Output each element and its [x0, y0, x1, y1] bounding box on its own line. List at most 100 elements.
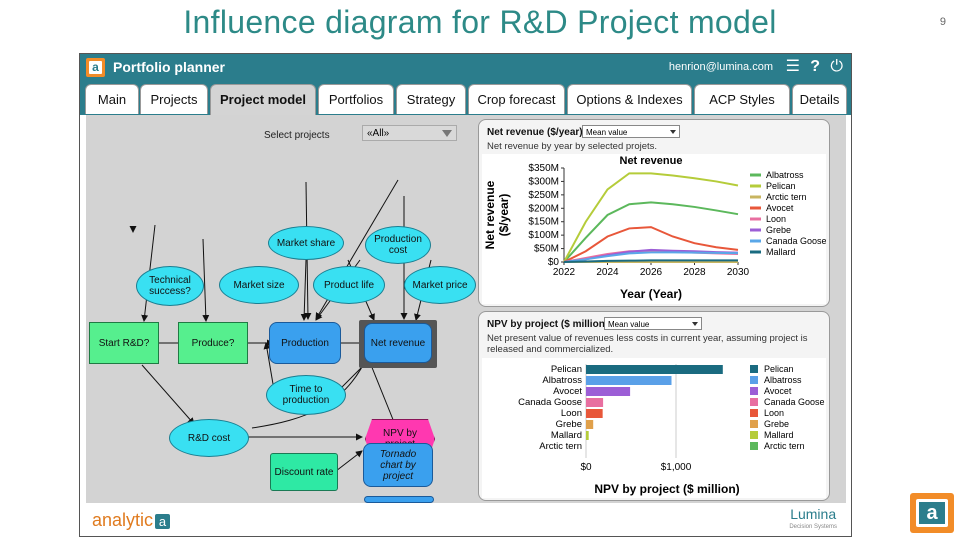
legend-swatch [750, 431, 758, 439]
legend-swatch [750, 387, 758, 395]
y-tick-label: $250M [528, 190, 559, 201]
bar-pelican [586, 365, 723, 374]
x-axis-label: NPV by project ($ million) [594, 482, 739, 496]
y-tick-label: $50M [534, 244, 559, 255]
x-tick-label: 2022 [553, 267, 576, 278]
menu-icon[interactable]: ☰ [785, 58, 800, 75]
net-revenue-panel-description: Net revenue by year by selected projets. [487, 141, 658, 152]
lumina-subtitle: Decision Systems [789, 524, 837, 530]
select-projects-dropdown[interactable]: «All» [362, 125, 457, 141]
x-tick-label: $1,000 [661, 462, 692, 473]
npv-panel-title: NPV by project ($ million) [487, 319, 609, 330]
legend-label: Pelican [764, 364, 794, 374]
select-projects-label: Select projects [264, 130, 330, 141]
node-start-rd[interactable]: Start R&D? [89, 322, 159, 364]
category-label: Loon [561, 408, 582, 419]
node-tornado-chart[interactable]: Tornado chart by project [363, 443, 433, 487]
legend-label: Mallard [766, 247, 796, 257]
node-rd-cost[interactable]: R&D cost [169, 419, 249, 457]
bar-albatross [586, 376, 672, 385]
tab-crop-forecast[interactable]: Crop forecast [468, 84, 565, 114]
category-label: Canada Goose [518, 397, 582, 408]
bar-mallard [586, 431, 589, 440]
legend-swatch [750, 365, 758, 373]
lumina-logo: Lumina Decision Systems [789, 507, 837, 534]
npv-dropdown-value: Mean value [608, 320, 650, 329]
legend-label: Arctic tern [764, 441, 805, 451]
chevron-down-icon [670, 130, 676, 134]
node-production[interactable]: Production [269, 322, 341, 364]
chart-title: Net revenue [620, 155, 683, 167]
y-axis-label-line2: ($/year) [497, 194, 511, 237]
legend-label: Albatross [766, 170, 804, 180]
legend-label: Grebe [764, 419, 789, 429]
node-time-to-production[interactable]: Time to production [266, 375, 346, 415]
legend-label: Loon [764, 408, 784, 418]
analytica-logo-icon: a [86, 58, 105, 77]
help-icon[interactable]: ? [810, 58, 820, 75]
node-market-price[interactable]: Market price [404, 266, 476, 304]
legend-swatch [750, 409, 758, 417]
tornado-top-stub [364, 496, 434, 503]
node-produce[interactable]: Produce? [178, 322, 248, 364]
legend-swatch [750, 398, 758, 406]
x-axis-label: Year (Year) [620, 287, 682, 301]
legend-label: Pelican [766, 181, 796, 191]
select-projects-value: «All» [367, 128, 390, 139]
node-production-cost[interactable]: Production cost [365, 226, 431, 264]
net-revenue-dropdown[interactable]: Mean value [582, 125, 680, 138]
tab-details[interactable]: Details [792, 84, 847, 114]
node-market-size[interactable]: Market size [219, 266, 299, 304]
node-net-revenue[interactable]: Net revenue [364, 323, 432, 363]
y-axis-label-line1: Net revenue [483, 180, 497, 249]
x-tick-label: 2024 [596, 267, 619, 278]
tab-portfolios[interactable]: Portfolios [318, 84, 394, 114]
tab-options-indexes[interactable]: Options & Indexes [567, 84, 692, 114]
series-line-albatross [563, 201, 739, 263]
series-line-mallard [563, 259, 738, 263]
series-line-canada-goose [563, 251, 739, 263]
legend-swatch [750, 420, 758, 428]
chevron-down-icon [692, 322, 698, 326]
y-tick-label: $150M [528, 217, 559, 228]
tab-acp-styles[interactable]: ACP Styles [694, 84, 790, 114]
legend-label: Canada Goose [764, 397, 825, 407]
app-title: Portfolio planner [113, 59, 225, 75]
bar-canada-goose [586, 398, 604, 407]
node-technical-success[interactable]: Technical success? [136, 266, 204, 306]
analytica-a-icon: a [155, 513, 171, 529]
x-tick-label: 2026 [640, 267, 663, 278]
corner-logo-icon: a [910, 493, 954, 533]
node-product-life[interactable]: Product life [313, 266, 385, 304]
y-tick-label: $200M [528, 203, 559, 214]
legend-label: Albatross [764, 375, 802, 385]
legend-label: Mallard [764, 430, 794, 440]
npv-dropdown[interactable]: Mean value [604, 317, 702, 330]
tab-strategy[interactable]: Strategy [396, 84, 466, 114]
legend-label: Grebe [766, 225, 791, 235]
power-icon[interactable]: ⏻ [830, 58, 843, 75]
tab-bar: Main Projects Project model Portfolios S… [80, 81, 851, 115]
main-content: Select projects «All» [86, 115, 846, 503]
legend-label: Loon [766, 214, 786, 224]
tab-main[interactable]: Main [85, 84, 139, 114]
series-line-pelican [563, 172, 739, 263]
node-discount-rate[interactable]: Discount rate [270, 453, 338, 491]
net-revenue-panel-title: Net revenue ($/year) [487, 127, 583, 138]
chevron-down-icon [442, 130, 452, 137]
user-email[interactable]: henrion@lumina.com [668, 61, 773, 73]
node-market-share[interactable]: Market share [268, 226, 344, 260]
category-label: Avocet [553, 386, 582, 397]
x-tick-label: $0 [580, 462, 592, 473]
legend-swatch [750, 376, 758, 384]
tab-projects[interactable]: Projects [140, 84, 208, 114]
legend-label: Avocet [764, 386, 792, 396]
tab-project-model[interactable]: Project model [210, 84, 316, 115]
slide-title: Influence diagram for R&D Project model [183, 4, 777, 40]
y-tick-label: $350M [528, 163, 559, 174]
analytica-wordmark: analytic [92, 510, 154, 530]
category-label: Grebe [556, 419, 582, 430]
